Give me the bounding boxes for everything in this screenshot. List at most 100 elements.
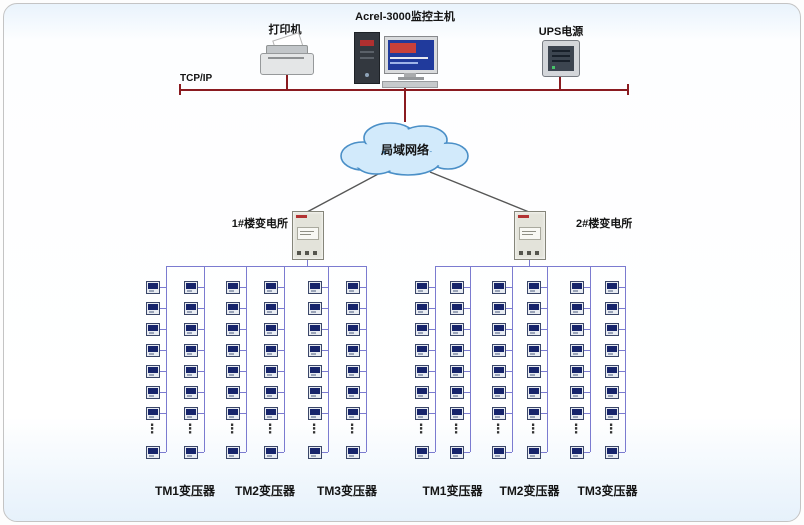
- meters-ellipsis: ⋮: [307, 421, 321, 436]
- meter-stub: [198, 452, 204, 453]
- cloud-label: 局域网络: [380, 143, 429, 157]
- meters-ellipsis: ⋮: [183, 421, 197, 436]
- meter-stub: [322, 287, 328, 288]
- meter-icon: [346, 344, 360, 357]
- meter-stub: [506, 287, 512, 288]
- gateway-nameplate-line: [300, 234, 311, 235]
- meter-icon: [570, 365, 584, 378]
- meter-icon: [492, 302, 506, 315]
- monitor-stand: [404, 73, 416, 77]
- meter-stub: [464, 413, 470, 414]
- meter-icon: [308, 281, 322, 294]
- meter-icon: [492, 365, 506, 378]
- meter-stub: [278, 350, 284, 351]
- meter-icon: [308, 344, 322, 357]
- feeder-line: [246, 274, 247, 452]
- meter-icon: [226, 302, 240, 315]
- gateway-nameplate: [519, 227, 541, 240]
- meter-stub: [541, 452, 547, 453]
- meter-stub: [240, 350, 246, 351]
- meter-stub: [584, 413, 590, 414]
- screen-line: [390, 62, 418, 64]
- gateway-nameplate: [297, 227, 319, 240]
- meter-icon: [415, 302, 429, 315]
- meter-stub: [198, 413, 204, 414]
- ups-drop-line: [559, 74, 561, 89]
- meter-stub: [322, 392, 328, 393]
- meter-stub: [160, 329, 166, 330]
- meter-stub: [506, 413, 512, 414]
- meter-icon: [450, 386, 464, 399]
- meter-stub: [322, 452, 328, 453]
- meter-icon: [527, 365, 541, 378]
- meter-stub: [360, 452, 366, 453]
- meter-icon: [570, 344, 584, 357]
- meter-stub: [464, 371, 470, 372]
- meter-stub: [429, 350, 435, 351]
- meter-icon: [492, 407, 506, 420]
- keyboard-icon: [382, 81, 438, 88]
- meter-stub: [360, 392, 366, 393]
- gateway-port: [313, 251, 317, 255]
- meter-stub: [322, 329, 328, 330]
- meters-ellipsis: ⋮: [604, 421, 618, 436]
- meter-icon: [346, 365, 360, 378]
- meter-icon: [527, 344, 541, 357]
- meter-icon: [264, 407, 278, 420]
- meters-ellipsis: ⋮: [526, 421, 540, 436]
- meter-icon: [605, 302, 619, 315]
- meter-stub: [240, 308, 246, 309]
- meter-icon: [415, 281, 429, 294]
- meter-stub: [429, 392, 435, 393]
- gateway-port: [297, 251, 301, 255]
- meter-icon: [264, 386, 278, 399]
- meter-icon: [415, 365, 429, 378]
- meter-icon: [146, 446, 160, 459]
- meter-icon: [570, 302, 584, 315]
- meter-icon: [226, 386, 240, 399]
- feeder-line: [284, 274, 285, 452]
- meter-stub: [160, 371, 166, 372]
- meter-stub: [278, 308, 284, 309]
- meter-icon: [184, 302, 198, 315]
- meter-stub: [360, 308, 366, 309]
- transformer-label: TM2变压器: [234, 484, 295, 498]
- feeder-line: [435, 274, 436, 452]
- ups-led: [552, 66, 555, 69]
- feeder-drop: [366, 266, 367, 274]
- gateway-1-icon: [292, 211, 324, 260]
- meter-stub: [584, 287, 590, 288]
- gateway-feeder-stub: [307, 257, 308, 266]
- meter-stub: [506, 452, 512, 453]
- ups-front-panel: [548, 46, 574, 71]
- meter-stub: [541, 350, 547, 351]
- meter-stub: [160, 392, 166, 393]
- meter-stub: [619, 308, 625, 309]
- meters-ellipsis: ⋮: [414, 421, 428, 436]
- feeder-distribution-bus: [166, 266, 366, 267]
- meters-ellipsis: ⋮: [263, 421, 277, 436]
- meter-icon: [226, 365, 240, 378]
- host-label: Acrel-3000监控主机: [355, 11, 455, 23]
- meter-stub: [278, 371, 284, 372]
- meter-icon: [570, 407, 584, 420]
- meter-icon: [226, 446, 240, 459]
- feeder-drop: [328, 266, 329, 274]
- feeder-line: [328, 274, 329, 452]
- meter-icon: [450, 344, 464, 357]
- meter-stub: [619, 329, 625, 330]
- meter-icon: [450, 365, 464, 378]
- meter-stub: [198, 392, 204, 393]
- meter-stub: [584, 308, 590, 309]
- meter-icon: [184, 365, 198, 378]
- meter-stub: [198, 329, 204, 330]
- gateway-logo: [296, 215, 307, 218]
- meter-icon: [527, 386, 541, 399]
- meter-stub: [240, 392, 246, 393]
- meter-stub: [240, 287, 246, 288]
- meter-stub: [160, 287, 166, 288]
- meter-stub: [360, 329, 366, 330]
- feeder-line: [547, 274, 548, 452]
- meter-icon: [146, 281, 160, 294]
